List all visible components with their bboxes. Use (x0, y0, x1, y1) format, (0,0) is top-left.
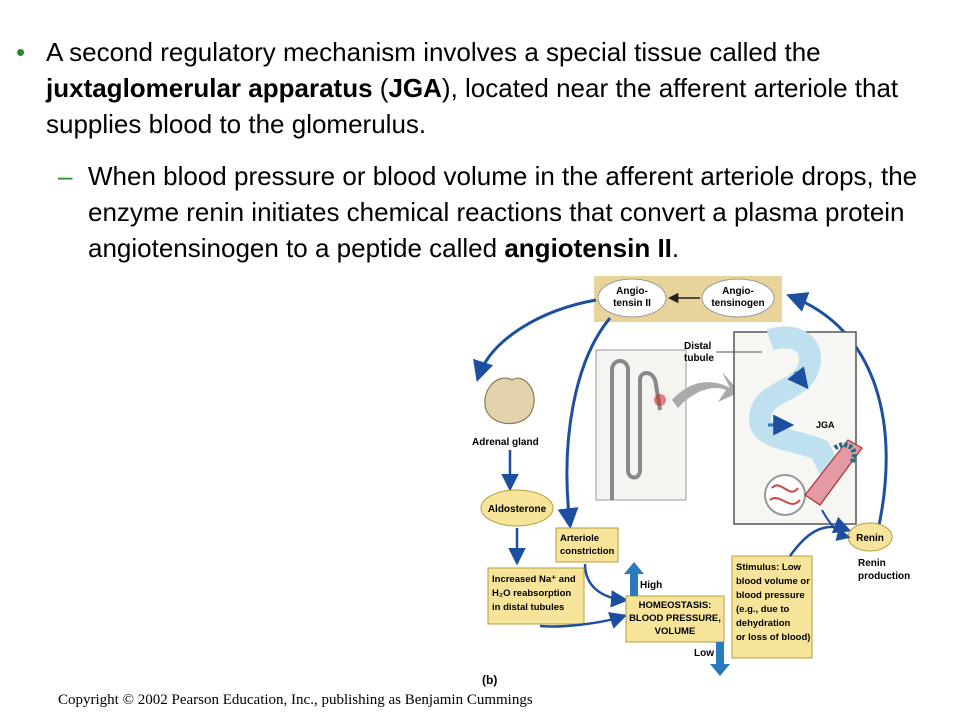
homeostasis-label-3: VOLUME (655, 626, 696, 637)
renin-production-label: Renin (858, 558, 886, 569)
distal-tubule-detail (748, 326, 840, 475)
bullet2-text-a: When blood pressure or blood volume in t… (88, 161, 918, 263)
jga-label: JGA (816, 420, 835, 430)
angiotensinogen-label: Angio- (722, 286, 754, 297)
bullet1-text-a: A second regulatory mechanism involves a… (46, 37, 821, 67)
reabsorption-label-2: H₂O reabsorption (492, 588, 571, 599)
reabsorption-label-3: in distal tubules (492, 602, 564, 613)
arteriole-constriction-label-2: constriction (560, 546, 615, 557)
stimulus-label: Stimulus: Low (736, 562, 802, 573)
aldosterone-oval (480, 489, 554, 527)
high-label: High (640, 580, 662, 591)
homeostasis-label: HOMEOSTASIS: (639, 600, 712, 611)
bullet1-text-c: ), located near the afferent arteriole t… (46, 73, 899, 139)
bullet-jga-paragraph: A second regulatory mechanism involves a… (46, 34, 926, 142)
afferent-arteriole (804, 439, 863, 506)
glomerulus-capillary (769, 484, 801, 505)
angiotensin-ii-oval (597, 278, 667, 318)
arrow-angiotensin-to-adrenal (473, 298, 597, 383)
jga-cells (833, 442, 857, 464)
bullet1-text-b: ( (372, 73, 389, 103)
homeostasis-label-2: BLOOD PRESSURE, (629, 613, 721, 624)
renin-label: Renin (856, 533, 884, 544)
homeostasis-box (625, 595, 725, 643)
arteriole-constriction-label: Arteriole (560, 533, 599, 544)
angiotensinogen-label-2: tensinogen (711, 298, 764, 309)
low-arrow (710, 642, 730, 676)
bullet-renin-paragraph: When blood pressure or blood volume in t… (88, 158, 938, 266)
bullet-marker: • (16, 37, 26, 67)
angiotensin-ii-label: Angio- (616, 286, 648, 297)
glomerulus-detail (764, 474, 806, 516)
sub-bullet-marker: – (58, 161, 73, 191)
zoom-arrow (672, 372, 740, 408)
glomerulus-small (654, 394, 666, 406)
low-label: Low (694, 648, 714, 659)
bullet2-text-b: . (671, 233, 680, 263)
stimulus-label-4: (e.g., due to (736, 604, 790, 615)
arrow-renin-to-angiotensinogen (786, 292, 888, 531)
copyright-notice: Copyright © 2002 Pearson Education, Inc.… (58, 692, 533, 708)
term-jga-abbr: JGA (388, 73, 442, 103)
stimulus-label-2: blood volume or (736, 576, 810, 587)
angiotensinogen-oval (701, 278, 775, 318)
high-arrow (624, 562, 644, 596)
stimulus-label-6: or loss of blood) (736, 632, 810, 643)
arrow-jga-to-renin (821, 509, 851, 542)
adrenal-gland-shape (484, 377, 535, 425)
term-angiotensin-ii: angiotensin II (504, 233, 672, 263)
tubule-flow-arrow (787, 366, 809, 390)
arrow-angiotensin-to-arteriole (557, 317, 612, 530)
renin-production-label-2: production (858, 571, 910, 582)
stimulus-box (731, 555, 813, 659)
aldosterone-label: Aldosterone (488, 504, 547, 515)
distal-tubule-label: Distal (684, 341, 711, 352)
reabsorption-label: Increased Na⁺ and (492, 574, 576, 585)
stimulus-label-5: dehydration (736, 618, 791, 629)
arrow-constriction-to-homeostasis (583, 563, 629, 608)
distal-tubule-label-2: tubule (684, 353, 714, 364)
stimulus-label-3: blood pressure (736, 590, 805, 601)
arteriole-constriction-box (555, 527, 619, 563)
adrenal-gland-label: Adrenal gland (472, 437, 539, 448)
arrow-reabsorption-to-homeostasis (539, 612, 628, 629)
reabsorption-box (487, 567, 585, 625)
nephron-tubule (610, 359, 662, 500)
panel-label: (b) (482, 673, 497, 687)
term-jga-full: juxtaglomerular apparatus (46, 73, 373, 103)
angiotensin-ii-label-2: tensin II (613, 298, 651, 309)
